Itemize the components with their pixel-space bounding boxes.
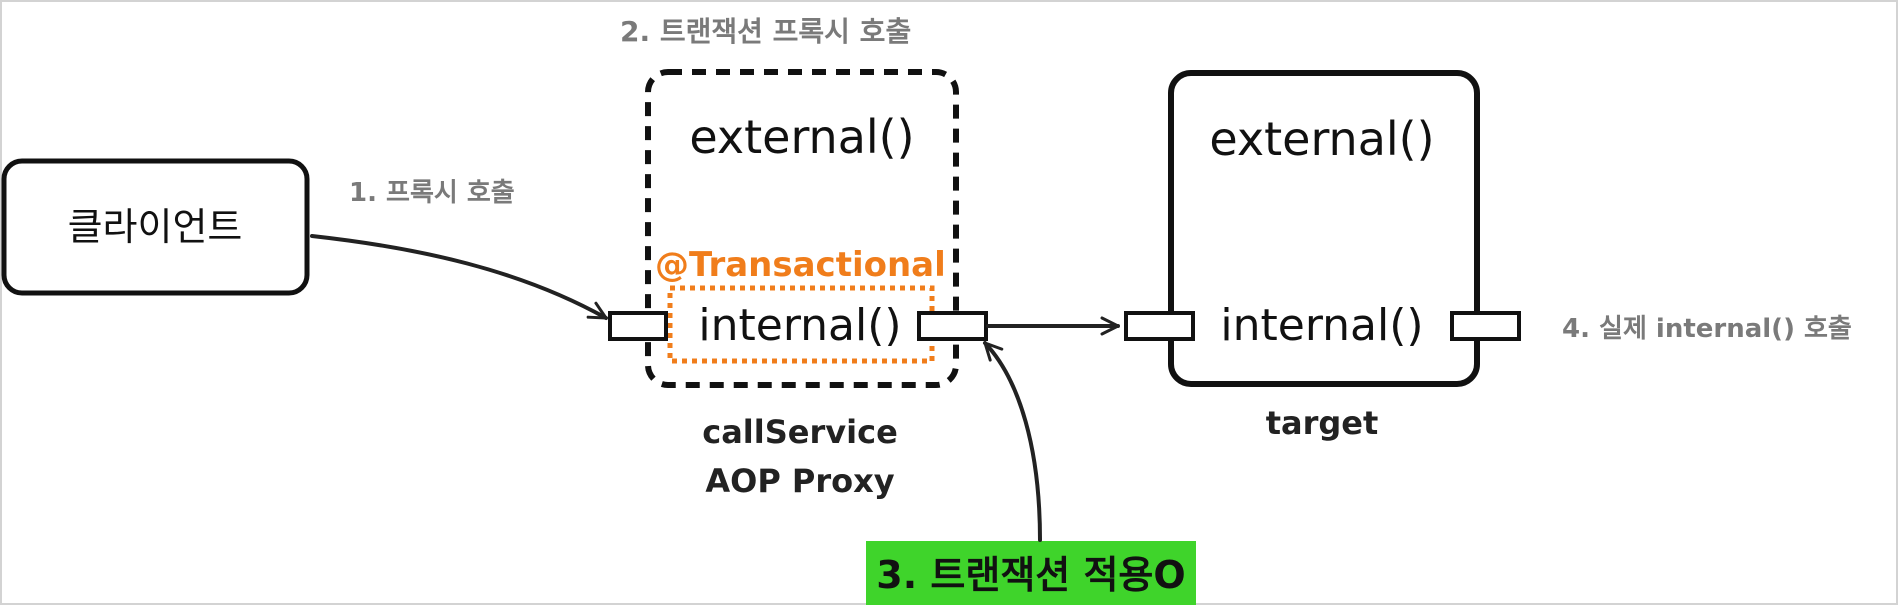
step1-label: 1. 프록시 호출 <box>349 178 515 208</box>
proxy-internal-method: internal() <box>698 300 901 351</box>
proxy-right-port <box>917 311 988 341</box>
arrow-step3-to-proxy <box>983 341 1042 542</box>
target-right-port <box>1450 311 1521 341</box>
transactional-annotation: @Transactional <box>655 245 946 285</box>
client-box: 클라이언트 <box>1 158 310 296</box>
proxy-external-method: external() <box>689 110 914 164</box>
target-internal-method: internal() <box>1220 300 1423 351</box>
client-box-border <box>1 158 310 296</box>
transactional-scope-box <box>667 285 935 364</box>
proxy-name-line2: AOP Proxy <box>705 462 894 500</box>
target-box: external() internal() <box>1124 70 1521 387</box>
step3-label: 3. 트랜잭션 적용O <box>876 553 1185 597</box>
step2-label: 2. 트랜잭션 프록시 호출 <box>620 15 911 48</box>
proxy-box-border <box>645 69 959 388</box>
arrow-client-to-proxy <box>310 234 608 320</box>
target-left-port <box>1124 311 1195 341</box>
client-label: 클라이언트 <box>68 205 243 249</box>
target-name: target <box>1266 404 1379 442</box>
target-box-border <box>1168 70 1480 387</box>
proxy-left-port <box>608 311 668 341</box>
proxy-name-line1: callService <box>702 413 898 451</box>
step3-highlight <box>866 541 1196 605</box>
step4-label: 4. 실제 internal() 호출 <box>1562 314 1852 344</box>
target-external-method: external() <box>1209 112 1434 166</box>
proxy-box: external() @Transactional internal() <box>608 69 988 388</box>
